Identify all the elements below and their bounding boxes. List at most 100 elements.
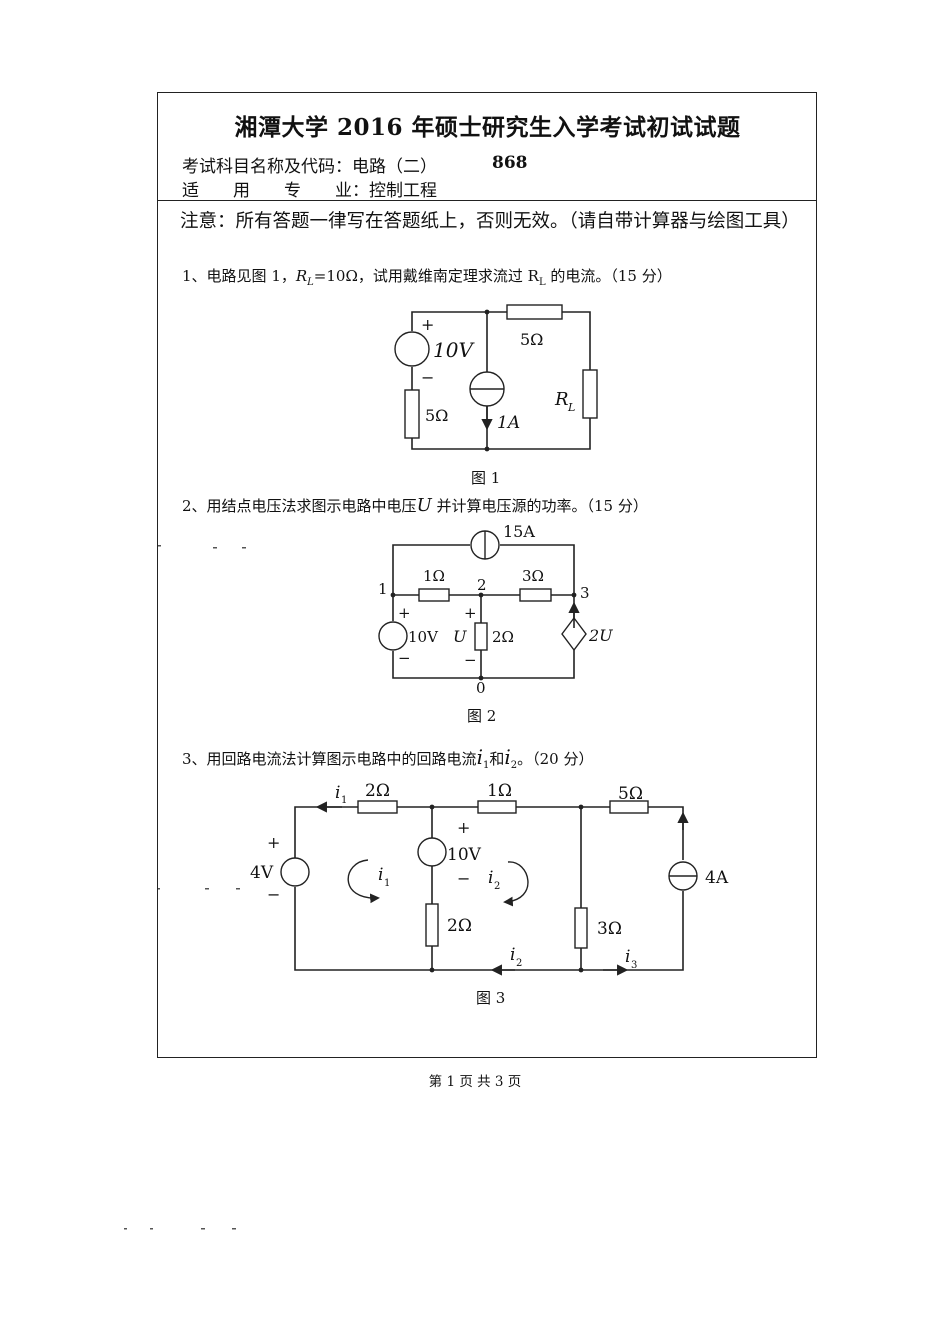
fig3-resistor-3ohm <box>574 907 588 949</box>
fig2-node-3 <box>571 592 577 598</box>
fig2-wire-top-left <box>392 544 470 595</box>
fig3-loop2-sub: 2 <box>494 881 500 892</box>
fig2-n0: 0 <box>476 679 486 697</box>
fig3-vs1-label: 4V <box>250 863 274 883</box>
q3-number: 3、 <box>182 750 207 768</box>
fig1-wire-bottom <box>411 418 591 450</box>
figure-3-caption: 图 3 <box>476 989 506 1007</box>
fig3-loop1-arc <box>347 859 380 904</box>
fig3-node <box>578 804 584 810</box>
fig2-u-label: U <box>453 627 467 646</box>
fig1-resistor-rl <box>582 369 598 419</box>
fig3-i2-bottom-sub: 2 <box>516 958 522 969</box>
figure-2-caption: 图 2 <box>467 707 497 725</box>
fig3-re-label: 3Ω <box>597 919 622 939</box>
figure-1-caption: 图 1 <box>471 469 501 487</box>
figure-3-circuit: 2Ω 1Ω 5Ω 2Ω 3Ω + − 4V + 10V − 4A i 1 i 1… <box>250 781 729 976</box>
fig2-u-minus: − <box>464 651 477 669</box>
q1-text-c: 的电流。（15 分） <box>545 267 672 285</box>
scan-speck <box>157 888 160 890</box>
fig1-vs-label: 10V <box>433 338 475 362</box>
fig1-minus: − <box>421 368 434 387</box>
fig3-voltage-source-4v <box>280 857 310 887</box>
fig2-cs-label: 15A <box>503 522 535 541</box>
fig2-wire-c <box>551 594 575 618</box>
fig3-node <box>429 804 435 810</box>
scan-speck <box>232 1228 236 1230</box>
major-value: 控制工程 <box>369 181 437 201</box>
q1-sub2: L <box>538 277 546 288</box>
fig3-i1-top-label: i <box>335 783 340 803</box>
question-1: 1、电路见图 1，RL=10Ω，试用戴维南定理求流过 RL 的电流。（15 分） <box>182 265 672 288</box>
fig3-wire-d <box>648 806 684 860</box>
fig2-node-0 <box>478 675 484 681</box>
fig2-wire-top-right <box>500 544 575 595</box>
fig2-vs-label: 10V <box>408 628 439 646</box>
q3-sub2: 2 <box>510 760 518 771</box>
q2-var: U <box>416 495 432 516</box>
fig1-plus: + <box>421 315 434 334</box>
fig2-voltage-source <box>378 621 408 651</box>
fig1-r-left-label: 5Ω <box>425 406 448 425</box>
fig3-resistor-2ohm-top <box>357 800 398 814</box>
fig3-i3-label: i <box>625 947 630 967</box>
fig3-node <box>429 967 435 973</box>
fig2-vs-minus: − <box>398 649 411 667</box>
fig3-rb-label: 1Ω <box>487 781 512 801</box>
fig3-cs-label: 4A <box>705 868 729 888</box>
q1-sub: L <box>307 277 314 288</box>
major-label: 适 用 专 业：控制工程 <box>182 176 437 201</box>
scan-speck <box>150 1228 153 1230</box>
fig3-vs2-minus: − <box>457 869 470 888</box>
question-2: 2、用结点电压法求图示电路中电压U 并计算电压源的功率。（15 分） <box>182 495 648 516</box>
header-divider <box>157 200 817 201</box>
exam-title: 湘潭大学 2016 年硕士研究生入学考试初试试题 <box>234 114 741 141</box>
fig3-i2-bottom-label: i <box>510 945 515 965</box>
fig1-wire-top-right <box>562 311 591 370</box>
fig3-node <box>578 967 584 973</box>
fig2-r20-label: 2Ω <box>492 628 514 646</box>
q3-and: 和 <box>489 750 505 768</box>
fig2-resistor-3ohm <box>519 588 552 602</box>
fig2-vs-plus: + <box>398 604 411 622</box>
fig3-ra-label: 2Ω <box>365 781 390 801</box>
fig3-rd-label: 2Ω <box>447 916 472 936</box>
scan-speck <box>242 547 246 549</box>
fig2-r23-label: 3Ω <box>522 567 544 585</box>
fig2-resistor-2ohm <box>474 622 488 651</box>
scan-speck <box>201 1228 205 1230</box>
fig2-node-2 <box>478 592 484 598</box>
fig2-node-1 <box>390 592 396 598</box>
figure-2-circuit: 15A 1Ω 3Ω 2Ω + − 10V U + − 2U 1 2 3 0 <box>378 522 613 697</box>
q3-sub1: 1 <box>482 760 490 771</box>
q3-text-a: 用回路电流法计算图示电路中的回路电流 <box>206 750 477 768</box>
q3-var2: i <box>504 745 511 769</box>
q1-number: 1、 <box>182 267 207 285</box>
fig3-vs1-minus: − <box>267 885 280 904</box>
fig2-n1: 1 <box>378 580 388 598</box>
fig3-loop2-arc <box>503 861 529 907</box>
q1-text-b: =10Ω，试用戴维南定理求流过 R <box>313 267 539 285</box>
fig1-rl-label: R <box>554 389 569 410</box>
q1-var: R <box>295 267 308 285</box>
notice-text: 注意：所有答题一律写在答题纸上，否则无效。（请自带计算器与绘图工具） <box>180 211 800 232</box>
fig3-wire-bottom <box>294 887 684 971</box>
fig1-node <box>484 446 490 452</box>
fig2-resistor-1ohm <box>418 588 450 602</box>
scan-speck <box>213 547 217 549</box>
figure-1-circuit: + − 10V 5Ω 5Ω 1A R L <box>394 304 598 452</box>
fig3-vs2-plus: + <box>457 818 470 837</box>
exam-frame <box>157 92 817 1058</box>
fig2-n3: 3 <box>580 584 590 602</box>
fig1-resistor-top <box>506 304 563 320</box>
q1-text-a: 电路见图 1， <box>206 267 296 285</box>
fig2-dependent-source <box>561 616 587 652</box>
q3-var1: i <box>476 745 483 769</box>
scan-speck <box>205 888 209 890</box>
scan-speck <box>124 1228 127 1230</box>
fig1-r-top-label: 5Ω <box>520 330 543 349</box>
q2-text-a: 用结点电压法求图示电路中电压 <box>206 497 417 515</box>
fig3-resistor-2ohm-mid <box>425 903 439 947</box>
fig3-resistor-1ohm <box>477 800 517 814</box>
